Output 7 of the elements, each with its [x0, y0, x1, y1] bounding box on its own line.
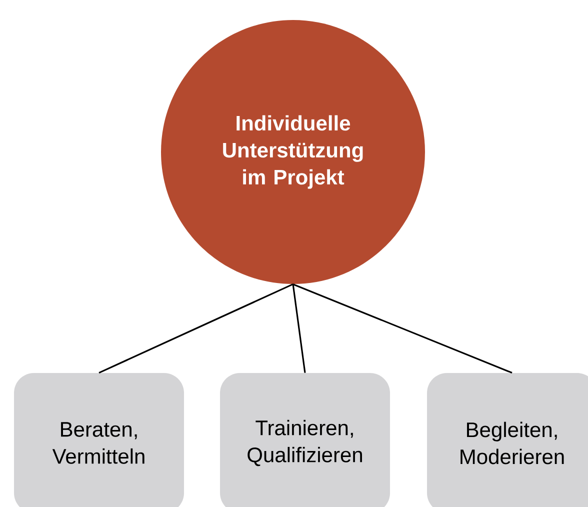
- connector-line: [292, 283, 512, 374]
- rounded-box: Trainieren, Qualifizieren: [220, 373, 390, 507]
- connector-line: [292, 284, 306, 373]
- circle-node: Individuelle Unterstützung im Projekt: [161, 20, 425, 284]
- rounded-box: Begleiten, Moderieren: [427, 373, 588, 507]
- connector-line: [98, 283, 294, 374]
- rounded-box: Beraten, Vermitteln: [14, 373, 184, 507]
